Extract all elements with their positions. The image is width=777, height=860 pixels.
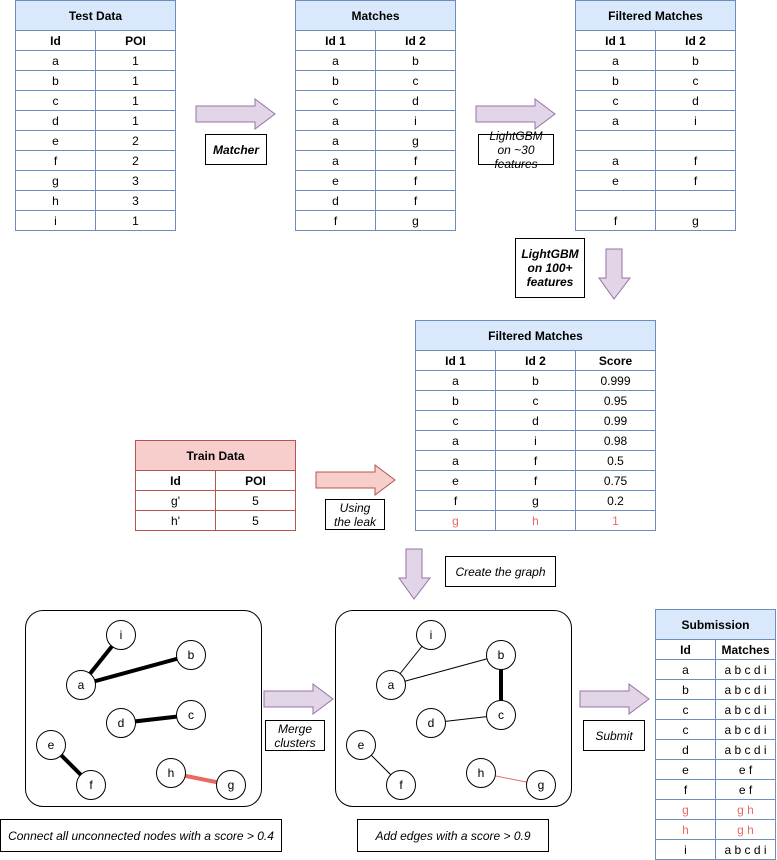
using-leak-label: Using the leak (325, 499, 385, 530)
arrow-right-icon (475, 98, 556, 130)
table-title: Filtered Matches (415, 320, 656, 351)
submit-label: Submit (583, 720, 645, 751)
add-edges-label: Add edges with a score > 0.9 (357, 819, 549, 852)
edge-a-b (80, 653, 192, 687)
table-cell: 1 (575, 510, 656, 531)
graph-node: f (76, 770, 106, 800)
connect-nodes-label: Connect all unconnected nodes with a sco… (0, 819, 282, 852)
graph-node: c (176, 700, 206, 730)
table-row (575, 190, 736, 211)
graph-node: e (36, 730, 66, 760)
graph-node: d (106, 708, 136, 738)
graph-node: h (156, 758, 186, 788)
arrow-right-icon (579, 683, 650, 715)
create-graph-label: Create the graph (445, 556, 556, 587)
arrow-right-icon (195, 98, 276, 130)
table-title: Test Data (15, 0, 176, 31)
table-cell: a b c d i (715, 739, 776, 760)
matcher-label: Matcher (205, 134, 267, 165)
table-cell: a b c d i (715, 679, 776, 700)
arrow-right-icon (315, 464, 396, 496)
table-title: Filtered Matches (575, 0, 736, 31)
table-cell: 0.99 (575, 410, 656, 431)
table-title: Train Data (135, 440, 296, 471)
table-cell: g (655, 210, 736, 231)
column-header: Score (575, 350, 656, 371)
table-cell: 1 (95, 210, 176, 231)
edge-a-b (390, 654, 502, 686)
column-header: Matches (715, 639, 776, 660)
graph-node: f (386, 770, 416, 800)
table-row: h'5 (135, 510, 296, 531)
table-cell: 0.75 (575, 470, 656, 491)
column-header: Id (135, 470, 216, 491)
table-cell: 5 (215, 510, 296, 531)
column-header: Id 1 (575, 30, 656, 51)
graph-node: g (216, 770, 246, 800)
merge-clusters-label: Merge clusters (265, 720, 325, 751)
graph-node: a (376, 670, 406, 700)
table-cell: h' (135, 510, 216, 531)
arrow-down-icon (398, 548, 432, 600)
table-title: Submission (655, 609, 776, 640)
arrow-right-icon (263, 683, 334, 715)
graph-node: c (486, 700, 516, 730)
table-cell: e f (715, 759, 776, 780)
graph-node: i (416, 620, 446, 650)
table-cell: i (375, 110, 456, 131)
table-cell: 3 (95, 170, 176, 191)
graph-node: d (416, 708, 446, 738)
table-cell: 0.95 (575, 390, 656, 411)
table-cell: 0.5 (575, 450, 656, 471)
column-header: Id 2 (655, 30, 736, 51)
graph-node: h (466, 758, 496, 788)
lightgbm-100-label: LightGBM on 100+ features (515, 238, 585, 298)
graph-node: g (526, 770, 556, 800)
table-cell: a b c d i (715, 719, 776, 740)
graph-node: e (346, 730, 376, 760)
graph-node: i (106, 620, 136, 650)
table-cell: g (375, 210, 456, 231)
graph-node: b (176, 640, 206, 670)
graph-node: a (66, 670, 96, 700)
arrow-down-icon (598, 248, 632, 300)
table-cell: i (15, 210, 96, 231)
graph-node: b (486, 640, 516, 670)
